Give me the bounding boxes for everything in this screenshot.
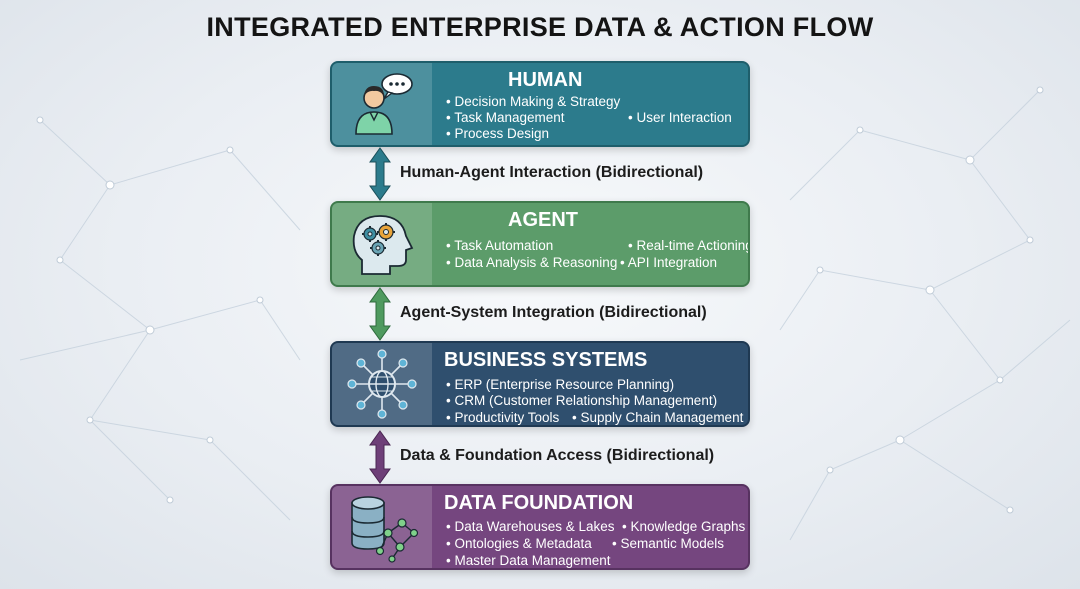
person-speech-bubble-icon <box>355 73 413 135</box>
bidirectional-arrow-icon <box>369 287 391 341</box>
connector-label: Data & Foundation Access (Bidirectional) <box>400 447 715 464</box>
connector-label: Human-Agent Interaction (Bidirectional) <box>400 164 704 181</box>
layer-business-systems: BUSINESS SYSTEMS • ERP (Enterprise Resou… <box>330 341 750 427</box>
bullet-item: • Master Data Management <box>446 553 611 568</box>
layer-title: HUMAN <box>508 69 583 91</box>
layer-title: BUSINESS SYSTEMS <box>444 349 648 371</box>
bullet-item: • CRM (Customer Relationship Management) <box>446 393 718 408</box>
bullet-item: • User Interaction <box>628 110 732 125</box>
bullet-item: • Supply Chain Management <box>572 410 744 425</box>
layer-agent: AGENT • Task Automation • Real-time Acti… <box>330 201 750 287</box>
bullet-item: • Ontologies & Metadata <box>446 536 592 551</box>
bullet-item: • API Integration <box>620 255 718 270</box>
head-gears-icon <box>352 215 414 275</box>
bullet-list: • Decision Making & Strategy • Task Mana… <box>446 94 746 145</box>
layer-data-foundation: DATA FOUNDATION • Data Warehouses & Lake… <box>330 484 750 570</box>
bidirectional-arrow-icon <box>369 430 391 484</box>
connector-label: Agent-System Integration (Bidirectional) <box>400 304 707 321</box>
layer-human: HUMAN • Decision Making & Strategy • Tas… <box>330 61 750 147</box>
bullet-item: • Process Design <box>446 126 550 141</box>
database-graph-icon <box>351 496 419 563</box>
bullet-item: • ERP (Enterprise Resource Planning) <box>446 377 675 392</box>
bullet-list: • ERP (Enterprise Resource Planning) • C… <box>446 374 746 425</box>
bullet-item: • Data Analysis & Reasoning <box>446 255 618 270</box>
bullet-item: • Knowledge Graphs <box>622 519 746 534</box>
bullet-list: • Task Automation • Real-time Actioning … <box>446 234 748 285</box>
icon-panel <box>332 486 432 568</box>
bullet-item: • Task Automation <box>446 238 554 253</box>
bullet-item: • Data Warehouses & Lakes <box>446 519 615 534</box>
layer-title: AGENT <box>508 209 578 231</box>
bullet-item: • Decision Making & Strategy <box>446 94 621 109</box>
icon-panel <box>332 203 432 285</box>
icon-panel <box>332 343 432 425</box>
bullet-item: • Semantic Models <box>612 536 725 551</box>
bullet-item: • Task Management <box>446 110 565 125</box>
layer-title: DATA FOUNDATION <box>444 492 634 514</box>
bullet-list: • Data Warehouses & Lakes • Knowledge Gr… <box>446 517 746 568</box>
page-title: INTEGRATED ENTERPRISE DATA & ACTION FLOW <box>206 12 874 42</box>
icon-panel <box>332 63 432 145</box>
bullet-item: • Real-time Actioning <box>628 238 750 253</box>
bidirectional-arrow-icon <box>369 147 391 201</box>
bullet-item: • Productivity Tools <box>446 410 560 425</box>
globe-network-icon <box>347 349 417 419</box>
